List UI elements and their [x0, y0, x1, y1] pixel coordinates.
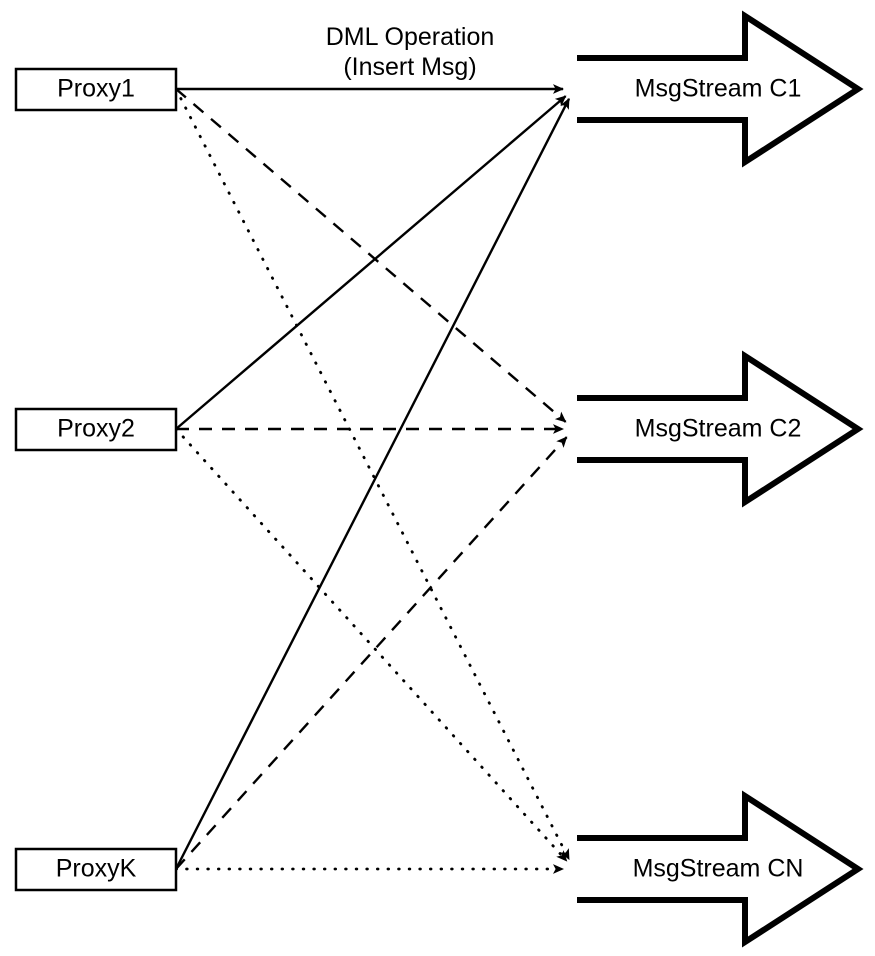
stream-label: MsgStream C2 [635, 415, 802, 443]
link-proxy2-to-c1 [175, 95, 567, 430]
stream-node-stream_c2[interactable]: MsgStream C2 [577, 350, 864, 508]
proxy-label: Proxy1 [57, 75, 135, 103]
stream-arrow-shape [577, 350, 864, 508]
proxy-box-outline [14, 67, 178, 112]
stream-node-layer: MsgStream C1 MsgStream C2 MsgStream CN [577, 10, 864, 948]
stream-node-stream_cn[interactable]: MsgStream CN [577, 790, 864, 948]
edge-caption-line-2: (Insert Msg) [343, 53, 476, 81]
link-proxyk-to-c1 [174, 97, 571, 870]
stream-label: MsgStream C1 [635, 75, 802, 103]
link-proxy2-to-cn [174, 427, 569, 863]
proxy-label: Proxy2 [57, 415, 135, 443]
proxy-box-outline [14, 407, 178, 452]
proxy-label: ProxyK [56, 855, 137, 883]
stream-label: MsgStream CN [633, 855, 804, 883]
link-proxy1-to-cn [174, 87, 571, 861]
stream-node-stream_c1[interactable]: MsgStream C1 [577, 10, 864, 168]
proxy-box-outline [14, 847, 178, 892]
stream-arrow-shape [577, 790, 864, 948]
link-layer [174, 84, 571, 874]
proxy-node-proxy2[interactable]: Proxy2 [14, 407, 178, 452]
link-proxyk-to-c2 [175, 436, 568, 870]
edge-caption-line-1: DML Operation [326, 23, 495, 51]
stream-arrow-shape [577, 10, 864, 168]
proxy-node-proxyk[interactable]: ProxyK [14, 847, 178, 892]
link-proxy1-to-c2 [175, 88, 567, 423]
proxy-node-proxy1[interactable]: Proxy1 [14, 67, 178, 112]
edge-caption: DML Operation (Insert Msg) [326, 23, 495, 81]
